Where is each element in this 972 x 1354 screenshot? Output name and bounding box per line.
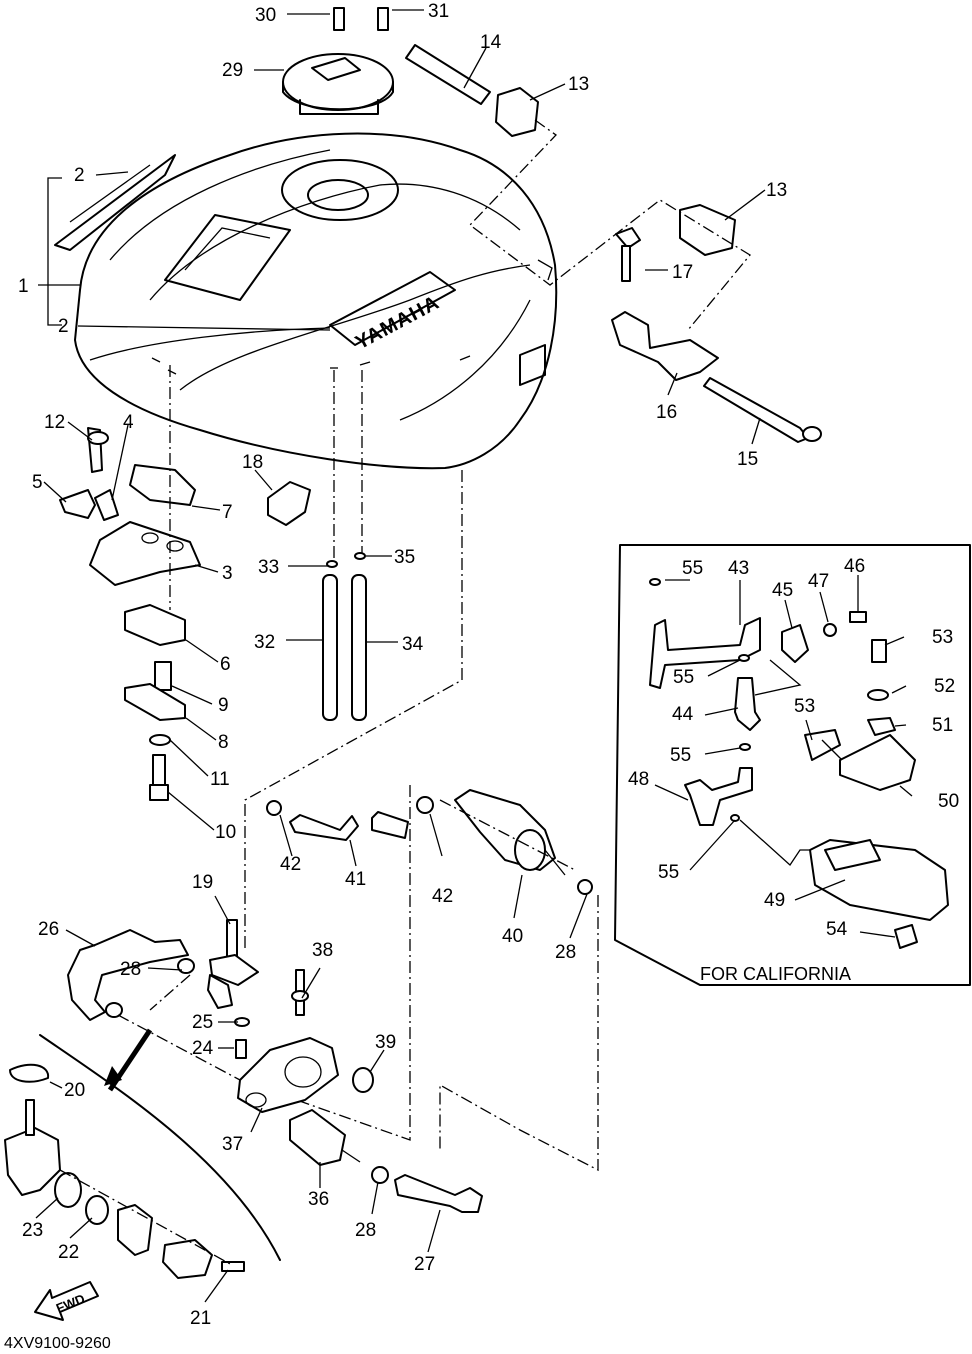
- callout: 14: [480, 32, 502, 53]
- hose-and-damper: [405, 44, 751, 331]
- tank-bracket-assembly: [611, 227, 822, 443]
- callout: 35: [394, 547, 415, 568]
- callout: 25: [192, 1012, 213, 1033]
- callout: 53: [794, 696, 815, 717]
- callout: 24: [192, 1038, 214, 1059]
- callout: 19: [192, 872, 213, 893]
- callout: 48: [628, 769, 649, 790]
- callout: 39: [375, 1032, 396, 1053]
- fuel-cap: [282, 7, 394, 115]
- callout: 3: [222, 563, 233, 584]
- callout: 55: [658, 862, 679, 883]
- catalog-code: 4XV9100-9260: [4, 1335, 111, 1352]
- callout: 49: [764, 890, 785, 911]
- fuel-filter-assembly: [237, 969, 483, 1213]
- callout: 29: [222, 60, 243, 81]
- callout: 34: [402, 634, 424, 655]
- callout: 45: [772, 580, 793, 601]
- callout: 4: [123, 412, 134, 433]
- callout: 42: [432, 886, 453, 907]
- callout: 32: [254, 632, 275, 653]
- callout: 38: [312, 940, 333, 961]
- callout: 18: [242, 452, 263, 473]
- callout: 16: [656, 402, 677, 423]
- callout: 28: [555, 942, 576, 963]
- tank-logo: YAMAHA: [352, 292, 444, 355]
- callout: 47: [808, 571, 829, 592]
- callout: 55: [682, 558, 703, 579]
- callout: 30: [255, 5, 276, 26]
- callout: 46: [844, 556, 865, 577]
- callout: 51: [932, 715, 953, 736]
- callout: 31: [428, 1, 449, 22]
- forward-arrow: FWD: [34, 1281, 99, 1321]
- callout: 43: [728, 558, 749, 579]
- callout: 27: [414, 1254, 435, 1275]
- callout: 28: [120, 959, 141, 980]
- callout: 2: [58, 316, 69, 337]
- callout: 22: [58, 1242, 79, 1263]
- callout: 33: [258, 557, 279, 578]
- callout: 54: [826, 919, 848, 940]
- callout: 20: [64, 1080, 85, 1101]
- callout: 1: [18, 276, 29, 297]
- callout: 12: [44, 412, 65, 433]
- callout: 52: [934, 676, 955, 697]
- callout: 55: [673, 667, 694, 688]
- california-canister-box: [614, 544, 971, 986]
- callout: 13: [568, 74, 589, 95]
- callout: 21: [190, 1308, 211, 1329]
- fuel-cock-detail: [4, 1028, 281, 1279]
- callout: 8: [218, 732, 229, 753]
- callout: 17: [672, 262, 693, 283]
- callout: 11: [210, 769, 230, 790]
- callout: 50: [938, 791, 959, 812]
- drain-hoses: [322, 370, 367, 721]
- fuel-cock-assembly: [67, 919, 259, 1081]
- callout: 55: [670, 745, 691, 766]
- callout: 15: [737, 449, 758, 470]
- callout: 23: [22, 1220, 43, 1241]
- callout: 36: [308, 1189, 329, 1210]
- callout: 7: [222, 502, 233, 523]
- callout: 26: [38, 919, 59, 940]
- callout: 28: [355, 1220, 376, 1241]
- callout: 5: [32, 472, 43, 493]
- callout: 42: [280, 854, 301, 875]
- callout: 9: [218, 695, 229, 716]
- callout-labels: 1 2 2 3 4 5 6 7 8 9 10 11 12 13 13 14 15…: [18, 1, 959, 1329]
- callout: 13: [766, 180, 787, 201]
- callout: 10: [215, 822, 236, 843]
- fuel-pump-assembly: [239, 785, 599, 1172]
- mounting-brackets: [59, 365, 201, 801]
- callout: 40: [502, 926, 523, 947]
- callout: 53: [932, 627, 953, 648]
- callout: 2: [74, 165, 85, 186]
- callout: 37: [222, 1134, 243, 1155]
- callout: 6: [220, 654, 231, 675]
- callout: 44: [672, 704, 694, 725]
- box-caption: FOR CALIFORNIA: [700, 964, 851, 984]
- callout: 41: [345, 869, 366, 890]
